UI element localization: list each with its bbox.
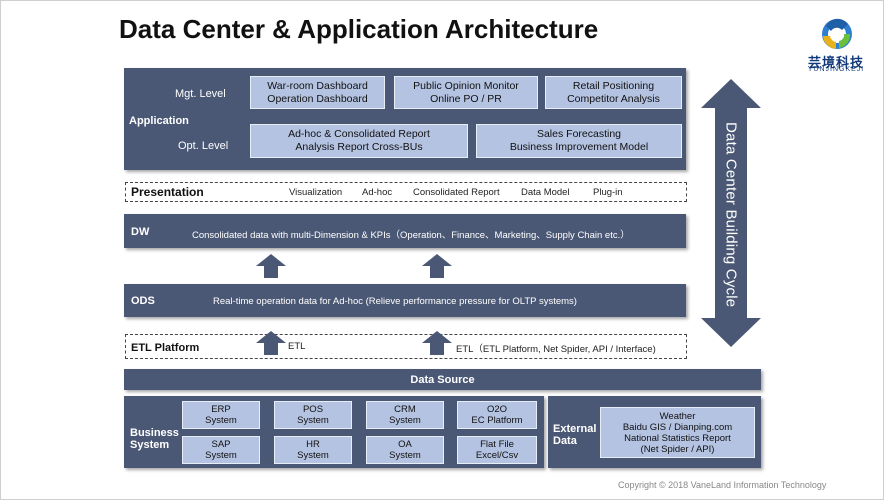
presentation-item: Ad-hoc [362, 187, 393, 198]
up-arrow-icon [422, 254, 452, 278]
external-data-box: Weather Baidu GIS / Dianping.com Nationa… [600, 407, 755, 458]
presentation-item: Data Model [521, 187, 570, 198]
presentation-label: Presentation [131, 185, 204, 199]
mgt-level-label: Mgt. Level [175, 88, 226, 100]
data-source-bar: Data Source [124, 369, 761, 390]
cycle-label-wrap: Data Center Building Cycle [708, 108, 754, 322]
business-system-label: Business System [130, 427, 179, 451]
up-arrow-icon [422, 331, 452, 355]
etl-left-text: ETL [288, 341, 306, 352]
etl-layer [125, 334, 687, 359]
cycle-label: Data Center Building Cycle [722, 122, 740, 308]
presentation-item: Plug-in [593, 187, 623, 198]
double-arrow-icon [701, 79, 761, 347]
ods-label: ODS [131, 295, 155, 307]
company-logo-icon [822, 18, 852, 49]
dw-label: DW [131, 226, 150, 238]
presentation-layer [125, 182, 687, 202]
logo-cn-text: 芸境科技 [807, 55, 864, 70]
presentation-item: Visualization [289, 187, 343, 198]
copyright-text: Copyright © 2018 VaneLand Information Te… [618, 480, 827, 490]
etl-label: ETL Platform [131, 342, 200, 354]
up-arrow-icon [256, 331, 286, 355]
dw-text: Consolidated data with multi-Dimension &… [192, 230, 630, 241]
presentation-item: Consolidated Report [413, 187, 500, 198]
external-data-label: External Data [553, 423, 597, 447]
opt-level-label: Opt. Level [178, 140, 229, 152]
up-arrow-icon [256, 254, 286, 278]
page-title: Data Center & Application Architecture [119, 14, 599, 44]
ods-layer [124, 284, 686, 317]
etl-right-text: ETL（ETL Platform, Net Spider, API / Inte… [456, 344, 656, 355]
application-label: Application [129, 115, 189, 127]
logo-en-text: YUNJINGKEJI [807, 66, 865, 73]
dw-layer [124, 214, 686, 248]
ods-text: Real-time operation data for Ad-hoc (Rel… [213, 296, 577, 307]
